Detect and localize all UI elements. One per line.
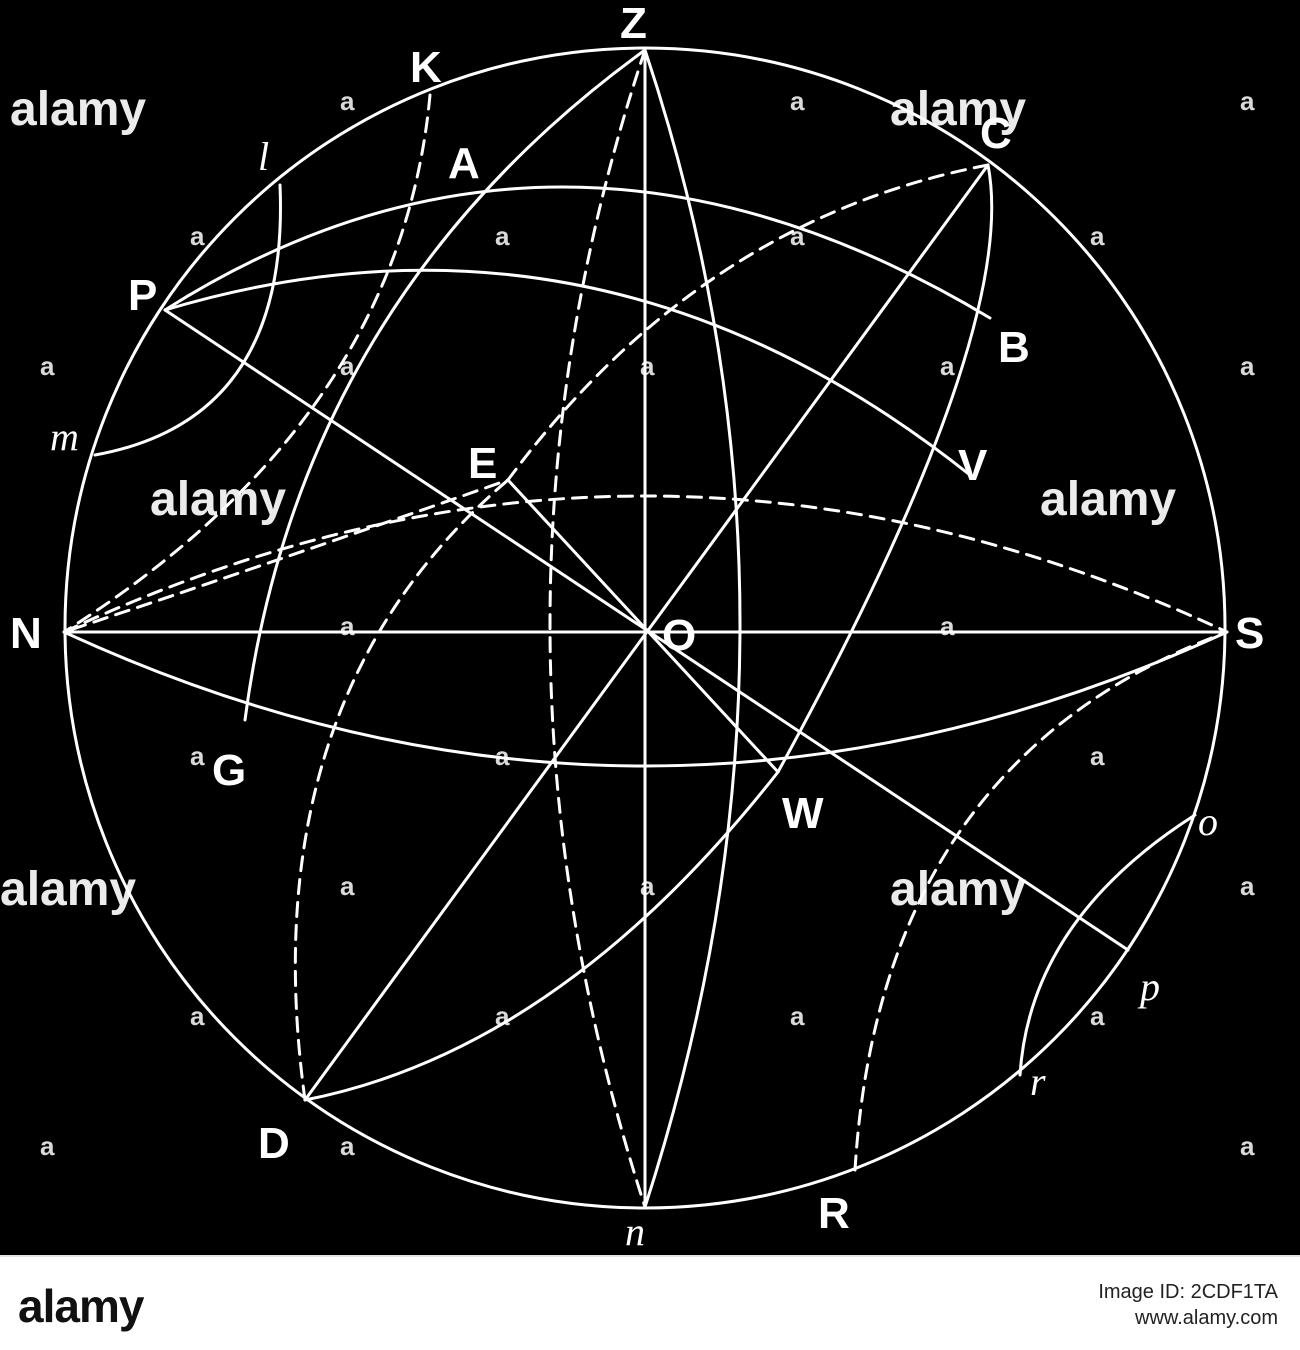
watermark-text: alamy — [0, 863, 136, 916]
watermark-text: alamy — [1040, 473, 1176, 526]
watermark-mark: a — [1090, 221, 1105, 251]
label-O: O — [662, 611, 696, 660]
label-D: D — [258, 1119, 290, 1168]
watermark-mark: a — [340, 1131, 355, 1161]
arc-P-V — [163, 268, 972, 477]
watermark-mark: a — [1240, 871, 1255, 901]
watermark-mark: a — [190, 1001, 205, 1031]
label-K: K — [410, 43, 442, 92]
label-R: R — [818, 1189, 850, 1238]
watermark-text: alamy — [150, 473, 286, 526]
label-p: p — [1137, 964, 1160, 1009]
watermark-mark: a — [1240, 1131, 1255, 1161]
watermark-mark: a — [940, 351, 955, 381]
label-C: C — [980, 109, 1012, 158]
watermark-mark: a — [495, 1001, 510, 1031]
watermark-mark: a — [640, 351, 655, 381]
label-l: l — [258, 134, 269, 179]
footer-logo[interactable]: alamy — [18, 1280, 144, 1332]
label-o: o — [1198, 799, 1218, 844]
label-N: N — [10, 609, 42, 658]
watermark-text: alamy — [890, 83, 1026, 136]
watermark-mark: a — [340, 871, 355, 901]
footer-bar: alamy Image ID: 2CDF1TA www.alamy.com — [0, 1255, 1300, 1350]
arc-D-E-dashed — [293, 478, 510, 1102]
watermark-mark: a — [790, 86, 805, 116]
watermark-mark: a — [1240, 351, 1255, 381]
meridian-Z-W-n — [643, 48, 742, 1209]
watermark-mark: a — [495, 221, 510, 251]
footer-site-link[interactable]: www.alamy.com — [1135, 1307, 1278, 1329]
label-B: B — [998, 323, 1030, 372]
label-Z: Z — [620, 0, 647, 48]
watermark-mark: a — [790, 221, 805, 251]
label-m: m — [50, 414, 79, 459]
footer-image-id: Image ID: 2CDF1TA — [1098, 1281, 1278, 1303]
watermark-text: alamy — [890, 863, 1026, 916]
arc-o-r — [1018, 813, 1197, 1077]
arc-W-D — [303, 770, 780, 1102]
label-G: G — [212, 746, 246, 795]
footer-info: Image ID: 2CDF1TA www.alamy.com — [1098, 1279, 1278, 1331]
watermark-mark: a — [640, 871, 655, 901]
label-A: A — [448, 139, 480, 188]
watermark-mark: a — [340, 611, 355, 641]
label-S: S — [1235, 609, 1264, 658]
watermark-mark: a — [1090, 1001, 1105, 1031]
watermark-mark: a — [40, 351, 55, 381]
celestial-sphere-diagram: Z K C l A P B m E V N O S G W o p r D n … — [0, 0, 1264, 1254]
watermark-mark: a — [190, 221, 205, 251]
watermark-text: alamy — [10, 83, 146, 136]
watermark-mark: a — [790, 1001, 805, 1031]
arc-R-S-dashed — [853, 630, 1229, 1172]
arc-Z-G — [243, 48, 647, 722]
watermark-mark: a — [340, 86, 355, 116]
label-W: W — [782, 789, 824, 838]
label-V: V — [958, 441, 988, 490]
arc-C-E-N-dashed — [62, 163, 990, 634]
label-E: E — [468, 439, 497, 488]
watermark-mark: a — [1240, 86, 1255, 116]
diagram-panel: Z K C l A P B m E V N O S G W o p r D n … — [0, 0, 1300, 1255]
arc-K-N-dashed — [62, 93, 432, 634]
watermark-mark: a — [495, 741, 510, 771]
watermark-mark: a — [1090, 741, 1105, 771]
arc-l-m — [93, 183, 282, 457]
label-n: n — [625, 1209, 645, 1254]
label-r: r — [1030, 1059, 1046, 1104]
meridian-Z-E-n-dashed — [548, 48, 647, 1209]
watermark-mark: a — [340, 351, 355, 381]
watermark-mark: a — [190, 741, 205, 771]
arc-C-W — [776, 163, 994, 774]
line-C-D — [303, 163, 990, 1102]
arc-P-B — [163, 185, 992, 320]
watermark-mark: a — [40, 1131, 55, 1161]
watermark-mark: a — [940, 611, 955, 641]
label-P: P — [128, 271, 157, 320]
